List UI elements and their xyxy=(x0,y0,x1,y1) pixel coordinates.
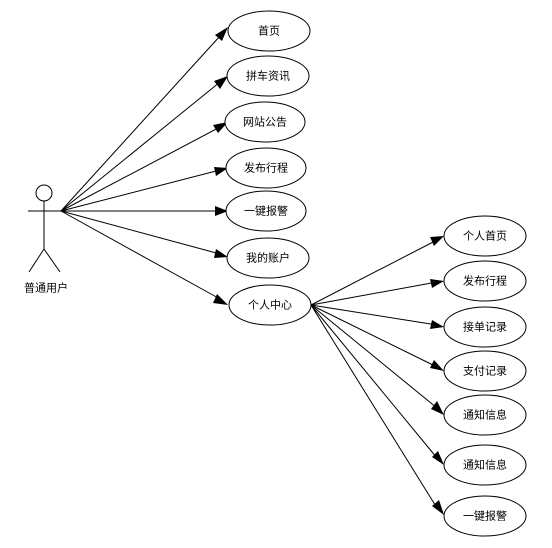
use-case-label: 我的账户 xyxy=(246,251,290,265)
use-case-label: 网站公告 xyxy=(243,115,287,129)
arrowhead-notifications-2 xyxy=(432,451,444,465)
assoc-notifications-2 xyxy=(310,304,438,459)
use-case-label: 一键报警 xyxy=(463,509,507,523)
use-case-personal-home: 个人首页 xyxy=(443,215,527,257)
use-case-ellipse xyxy=(227,10,311,52)
arrowhead-sub-publish-trip xyxy=(430,279,444,288)
use-case-ellipse xyxy=(226,55,310,97)
use-case-label: 个人首页 xyxy=(463,229,507,243)
personal-center-associations xyxy=(310,236,444,515)
use-case-ellipse xyxy=(228,284,312,326)
arrowhead-notifications-1 xyxy=(431,401,444,415)
arrowhead-personal-center xyxy=(213,294,228,305)
use-case-notifications-2: 通知信息 xyxy=(443,444,527,486)
use-case-label: 一键报警 xyxy=(244,204,288,218)
use-case-publish-trip: 发布行程 xyxy=(225,147,307,189)
use-case-ellipse xyxy=(226,237,310,279)
assoc-publish-trip xyxy=(60,169,221,212)
use-case-sub-publish-trip: 发布行程 xyxy=(443,260,527,302)
use-case-label: 通知信息 xyxy=(463,458,507,472)
arrowhead-home xyxy=(215,27,228,41)
actor-label: 普通用户 xyxy=(24,281,68,295)
arrowhead-order-records xyxy=(430,320,444,329)
arrowhead-payment-records xyxy=(430,360,444,371)
arrowhead-carpool-news xyxy=(214,76,228,89)
use-case-home: 首页 xyxy=(227,10,311,52)
use-case-my-account: 我的账户 xyxy=(226,237,310,279)
actor-left-leg xyxy=(28,248,45,273)
use-case-ellipse xyxy=(225,190,307,232)
use-case-label: 拼车资讯 xyxy=(246,69,290,83)
assoc-payment-records xyxy=(310,304,438,368)
use-case-personal-center: 个人中心 xyxy=(228,284,312,326)
assoc-sub-publish-trip xyxy=(310,281,438,306)
use-case-carpool-news: 拼车资讯 xyxy=(226,55,310,97)
use-case-label: 首页 xyxy=(258,24,280,38)
use-case-label: 发布行程 xyxy=(463,274,507,288)
assoc-sub-emergency-alarm xyxy=(310,304,438,509)
actor-right-leg xyxy=(43,248,61,273)
use-case-label: 接单记录 xyxy=(463,321,507,334)
arrowhead-emergency-alarm xyxy=(215,206,228,216)
use-case-ellipse xyxy=(443,394,527,436)
use-case-announcement: 网站公告 xyxy=(224,101,306,143)
use-case-ellipse xyxy=(225,147,307,189)
assoc-notifications-1 xyxy=(310,304,438,409)
use-case-notifications-1: 通知信息 xyxy=(443,394,527,436)
use-case-emergency-alarm: 一键报警 xyxy=(225,190,307,232)
arrowhead-announcement xyxy=(213,122,228,133)
use-case-label: 通知信息 xyxy=(463,408,507,422)
use-case-ellipse xyxy=(443,350,527,392)
assoc-order-records xyxy=(310,304,438,326)
use-case-ellipse xyxy=(443,260,527,302)
arrowhead-publish-trip xyxy=(214,167,228,176)
actor-associations xyxy=(60,27,228,305)
actor-ordinary-user: 普通用户 xyxy=(24,184,68,295)
assoc-my-account xyxy=(60,210,221,255)
use-case-label: 支付记录 xyxy=(463,365,507,378)
assoc-personal-center xyxy=(60,210,221,300)
use-case-ellipse xyxy=(443,306,527,348)
arrowhead-sub-emergency-alarm xyxy=(432,500,444,515)
assoc-announcement xyxy=(60,126,221,212)
arrowhead-personal-home xyxy=(430,236,444,246)
use-case-label: 发布行程 xyxy=(244,161,288,175)
assoc-carpool-news xyxy=(60,81,221,212)
use-case-ellipse xyxy=(443,444,527,486)
use-case-label: 个人中心 xyxy=(248,299,292,312)
use-case-ellipse xyxy=(224,101,306,143)
use-case-ellipse xyxy=(443,495,527,537)
use-case-payment-records: 支付记录 xyxy=(443,350,527,392)
use-case-sub-emergency-alarm: 一键报警 xyxy=(443,495,527,537)
use-case-ellipse xyxy=(443,215,527,257)
arrowhead-my-account xyxy=(214,249,228,258)
assoc-personal-home xyxy=(310,239,438,306)
use-case-order-records: 接单记录 xyxy=(443,306,527,348)
assoc-home xyxy=(60,35,221,212)
actor-head xyxy=(35,184,53,202)
